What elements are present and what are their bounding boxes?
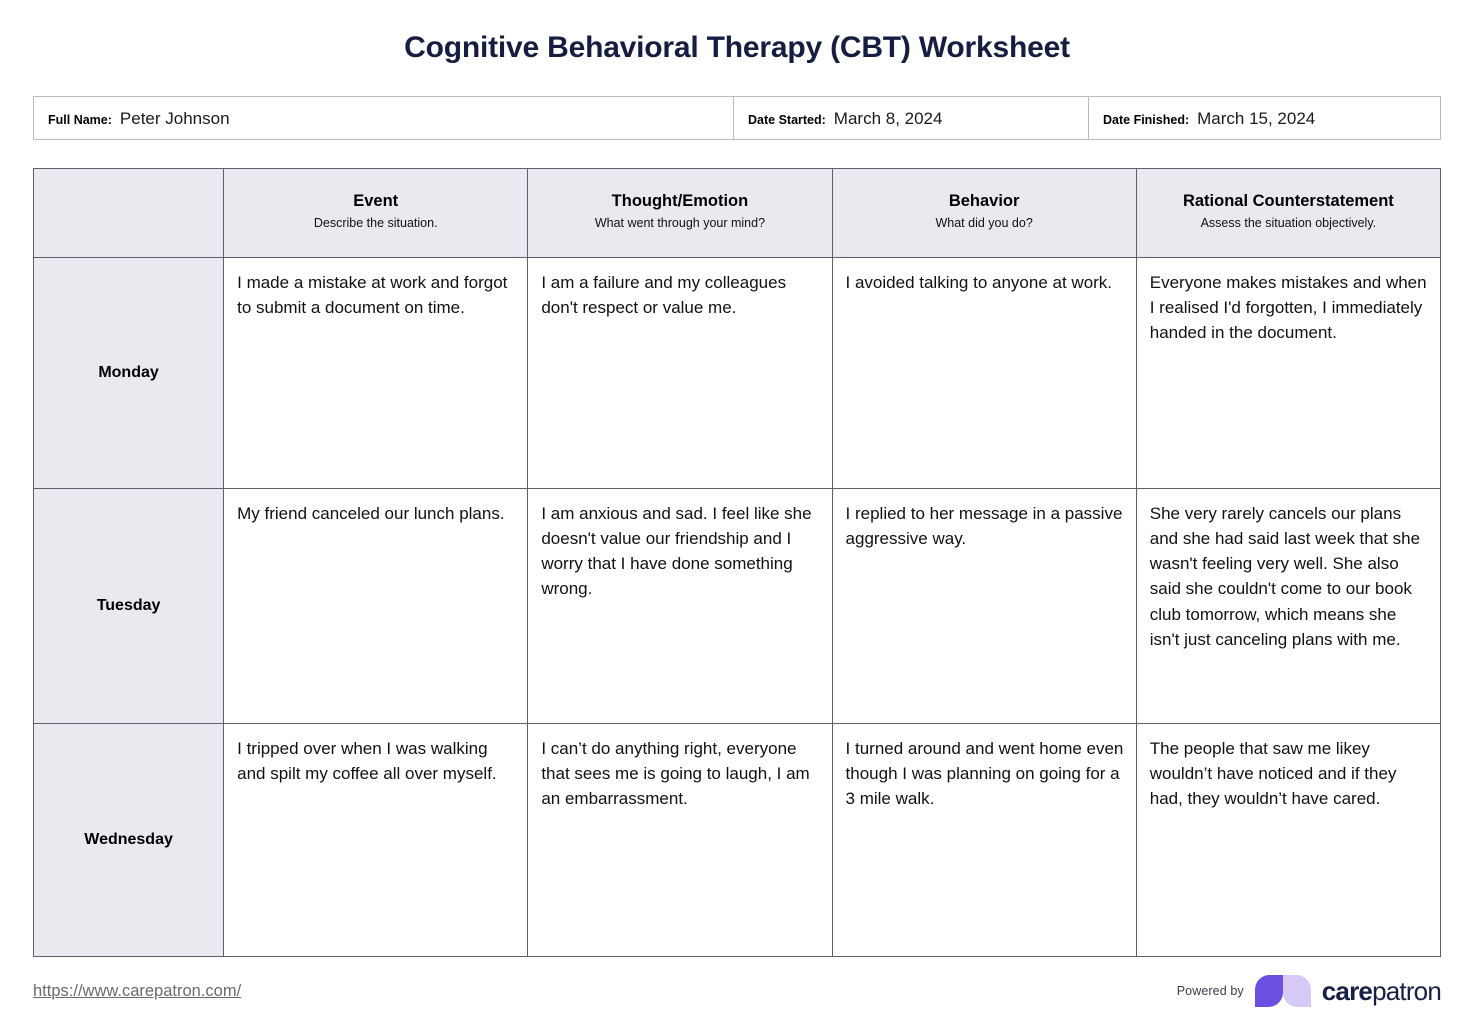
day-label-tuesday: Tuesday (32, 488, 225, 724)
carepatron-logo-icon (1254, 975, 1311, 1007)
cell-thought-monday[interactable]: I am a failure and my colleagues don't r… (527, 257, 833, 489)
brand-care-text: care (1321, 976, 1373, 1006)
full-name-value: Peter Johnson (119, 109, 230, 128)
cell-behavior-monday[interactable]: I avoided talking to anyone at work. (831, 257, 1137, 489)
date-started-label: Date Started: (748, 113, 826, 127)
cell-event-tuesday[interactable]: My friend canceled our lunch plans. (223, 488, 529, 724)
full-name-field[interactable]: Full Name: Peter Johnson (34, 97, 734, 139)
column-header-day (32, 168, 225, 258)
table-header: Event Describe the situation. Thought/Em… (32, 168, 1442, 258)
cell-thought-wednesday[interactable]: I can’t do anything right, everyone that… (527, 723, 833, 957)
patient-info-bar: Full Name: Peter Johnson Date Started: M… (33, 96, 1441, 140)
column-header-event: Event Describe the situation. (223, 168, 529, 258)
page-title: Cognitive Behavioral Therapy (CBT) Works… (404, 31, 1070, 64)
cell-counterstatement-monday[interactable]: Everyone makes mistakes and when I reali… (1135, 257, 1442, 489)
powered-by-label: Powered by (1176, 984, 1244, 998)
cell-counterstatement-wednesday[interactable]: The people that saw me likey wouldn’t ha… (1135, 723, 1442, 957)
cbt-log-table: Event Describe the situation. Thought/Em… (32, 168, 1442, 957)
table-row: Wednesday I tripped over when I was walk… (32, 723, 1442, 957)
day-label-monday: Monday (32, 257, 225, 489)
column-subtitle-behavior: What did you do? (935, 215, 1033, 230)
table-row: Tuesday My friend canceled our lunch pla… (32, 488, 1442, 724)
cell-event-monday[interactable]: I made a mistake at work and forgot to s… (223, 257, 529, 489)
column-header-behavior: Behavior What did you do? (831, 168, 1137, 258)
table-body: Monday I made a mistake at work and forg… (32, 257, 1442, 957)
cell-thought-tuesday[interactable]: I am anxious and sad. I feel like she do… (527, 488, 833, 724)
cell-event-wednesday[interactable]: I tripped over when I was walking and sp… (223, 723, 529, 957)
date-started-field[interactable]: Date Started: March 8, 2024 (734, 97, 1089, 139)
table-row: Monday I made a mistake at work and forg… (32, 257, 1442, 489)
column-header-rational-counterstatement: Rational Counterstatement Assess the sit… (1135, 168, 1442, 258)
column-subtitle-rational-counterstatement: Assess the situation objectively. (1200, 215, 1377, 230)
date-finished-value: March 15, 2024 (1197, 109, 1316, 128)
date-started-value: March 8, 2024 (833, 109, 943, 128)
date-finished-label: Date Finished: (1103, 113, 1190, 127)
carepatron-url-link[interactable]: https://www.carepatron.com/ (33, 981, 242, 1000)
date-finished-field[interactable]: Date Finished: March 15, 2024 (1089, 97, 1440, 139)
column-subtitle-thought-emotion: What went through your mind? (594, 215, 766, 230)
column-title-thought-emotion: Thought/Emotion (611, 192, 749, 210)
column-title-behavior: Behavior (948, 192, 1020, 210)
powered-by-carepatron[interactable]: Powered by carepatron (1176, 974, 1442, 1008)
column-title-rational-counterstatement: Rational Counterstatement (1182, 192, 1394, 210)
cell-behavior-wednesday[interactable]: I turned around and went home even thoug… (831, 723, 1137, 957)
column-header-thought-emotion: Thought/Emotion What went through your m… (527, 168, 833, 258)
cell-counterstatement-tuesday[interactable]: She very rarely cancels our plans and sh… (1135, 488, 1442, 724)
column-subtitle-event: Describe the situation. (313, 215, 438, 230)
column-title-event: Event (353, 192, 399, 210)
brand-patron-text: patron (1372, 976, 1442, 1006)
cell-behavior-tuesday[interactable]: I replied to her message in a passive ag… (831, 488, 1137, 724)
carepatron-wordmark: carepatron (1321, 976, 1442, 1006)
page-footer: https://www.carepatron.com/ Powered by c… (33, 974, 1442, 1008)
full-name-label: Full Name: (48, 113, 112, 127)
table-header-row: Event Describe the situation. Thought/Em… (32, 168, 1442, 258)
day-label-wednesday: Wednesday (32, 723, 225, 957)
